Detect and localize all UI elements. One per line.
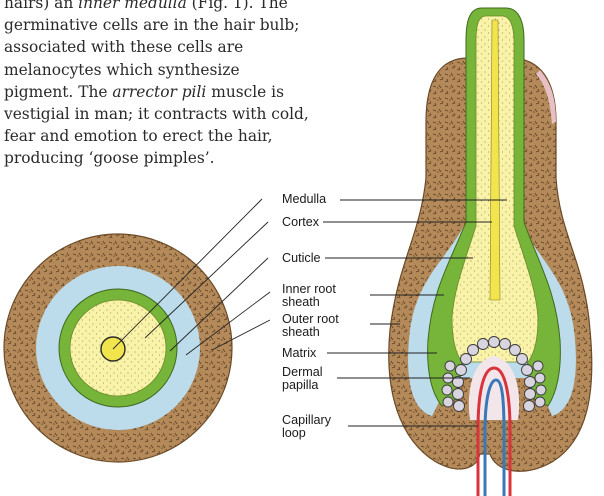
long-epidermis-edge bbox=[536, 70, 556, 124]
leader-medulla-cross bbox=[112, 198, 263, 350]
cross-section bbox=[3, 233, 233, 463]
matrix-cells bbox=[441, 336, 547, 412]
leader-outer-sheath-cross bbox=[211, 319, 271, 351]
leader-cortex-cross bbox=[144, 221, 269, 339]
leader-cuticle-cross bbox=[169, 257, 269, 352]
label-cuticle: Cuticle bbox=[282, 251, 321, 265]
leader-inner-sheath-cross bbox=[185, 291, 271, 356]
paragraph-line: germinative cells are in the hair bulb; bbox=[4, 16, 300, 35]
label-matrix: Matrix bbox=[282, 346, 317, 360]
paragraph-line: vestigial in man; it contracts with cold… bbox=[4, 105, 309, 124]
long-artery bbox=[476, 366, 512, 496]
paragraph-line: hairs) an inner medulla (Fig. 1). The bbox=[4, 0, 288, 12]
label-medulla: Medulla bbox=[282, 192, 327, 206]
paragraph-line: associated with these cells are bbox=[4, 38, 244, 57]
long-medulla bbox=[489, 19, 501, 301]
body-paragraph: hairs) an inner medulla (Fig. 1). The ge… bbox=[4, 0, 364, 170]
paragraph-line: fear and emotion to erect the hair, bbox=[4, 127, 273, 146]
label-dermal-papilla: Dermal papilla bbox=[282, 365, 323, 392]
paragraph-line: producing ‘goose pimples’. bbox=[4, 149, 215, 168]
label-inner-root-sheath: Inner root sheath bbox=[282, 282, 336, 309]
long-dermal-papilla bbox=[468, 356, 520, 420]
longitudinal-section bbox=[388, 7, 593, 496]
label-outer-root-sheath: Outer root sheath bbox=[282, 312, 339, 339]
paragraph-line: melanocytes which synthesize bbox=[4, 60, 240, 79]
leader-lines bbox=[112, 198, 507, 427]
label-capillary-loop: Capillary loop bbox=[282, 413, 331, 440]
long-vein bbox=[483, 378, 506, 496]
paragraph-line: pigment. The arrector pili muscle is bbox=[4, 82, 284, 101]
label-cortex: Cortex bbox=[282, 215, 320, 229]
